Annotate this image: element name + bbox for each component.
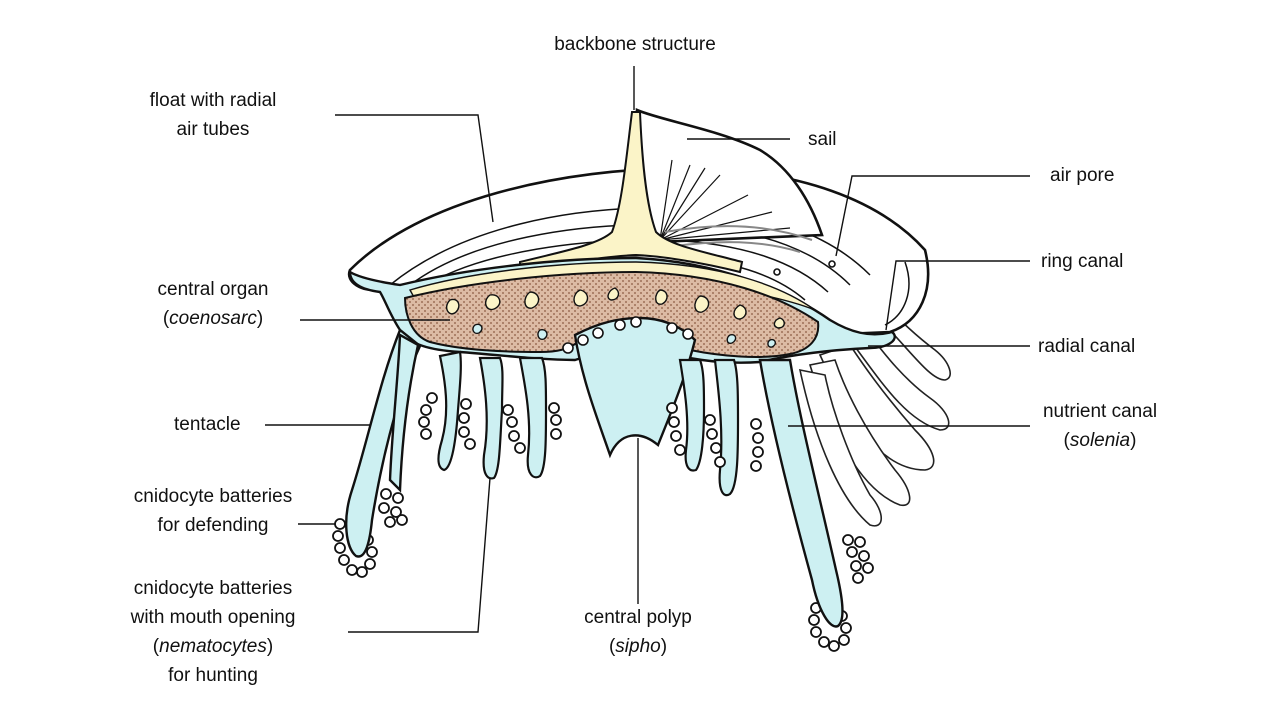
label-sipho-line: (sipho) (584, 632, 692, 661)
sail (635, 108, 824, 253)
label-nutrient-canal: nutrient canal (solenia) (1043, 397, 1157, 455)
label-text: central organ (157, 279, 269, 300)
label-text: radial canal (1038, 336, 1136, 357)
label-text: for defending (157, 515, 269, 536)
label-text: sail (808, 129, 837, 150)
paren-close: ) (660, 636, 668, 657)
coenosarc-fluid-pockets (472, 323, 777, 348)
label-backbone-structure: backbone structure (554, 30, 716, 59)
label-float: float with radial air tubes (150, 86, 277, 144)
label-text: float with radial (149, 90, 277, 111)
trailing-tentacles (798, 308, 951, 527)
label-nematocytes-line: (nematocytes) (131, 632, 296, 661)
cnidocyte-beads (332, 392, 874, 652)
label-ring-canal: ring canal (1041, 247, 1123, 276)
backbone-structure (519, 111, 744, 274)
label-coenosarc-line: (coenosarc) (158, 304, 269, 333)
coenosarc-tissue (403, 270, 820, 358)
label-tentacle: tentacle (174, 410, 241, 439)
label-coenosarc: coenosarc (169, 308, 257, 329)
paren-open: ( (608, 636, 616, 657)
paren-open: ( (162, 308, 170, 329)
paren-close: ) (1130, 430, 1137, 451)
label-solenia-line: (solenia) (1043, 426, 1157, 455)
label-air-pore: air pore (1050, 161, 1114, 190)
label-solenia: solenia (1069, 430, 1131, 451)
pointer-lines (265, 66, 1030, 633)
air-pore-dot (773, 268, 781, 276)
label-central-polyp: central polyp (sipho) (584, 603, 692, 661)
label-text: air tubes (176, 119, 250, 140)
label-cnidocyte-defending: cnidocyte batteries for defending (134, 482, 292, 540)
label-text: backbone structure (554, 34, 716, 55)
label-text: air pore (1050, 165, 1115, 186)
label-text: for hunting (168, 665, 258, 686)
label-text: tentacle (174, 414, 241, 435)
paren-open: ( (152, 636, 160, 657)
label-text: cnidocyte batteries (133, 578, 293, 599)
paren-close: ) (266, 636, 274, 657)
tentacles (345, 328, 844, 628)
paren-close: ) (256, 308, 264, 329)
label-central-organ: central organ (coenosarc) (158, 275, 269, 333)
label-text: central polyp (584, 607, 692, 628)
label-sail: sail (808, 125, 837, 154)
air-pore-dot (828, 260, 836, 268)
label-sipho: sipho (615, 636, 661, 657)
label-radial-canal: radial canal (1038, 332, 1135, 361)
paren-open: ( (1063, 430, 1070, 451)
label-text: ring canal (1041, 251, 1124, 272)
coenosarc-cavities (446, 287, 785, 329)
central-polyp (562, 316, 697, 459)
label-text: cnidocyte batteries (133, 486, 293, 507)
label-nematocytes: nematocytes (159, 636, 267, 657)
label-text: with mouth opening (130, 607, 296, 628)
label-cnidocyte-hunting: cnidocyte batteries with mouth opening (… (131, 574, 296, 690)
label-text: nutrient canal (1042, 401, 1158, 422)
